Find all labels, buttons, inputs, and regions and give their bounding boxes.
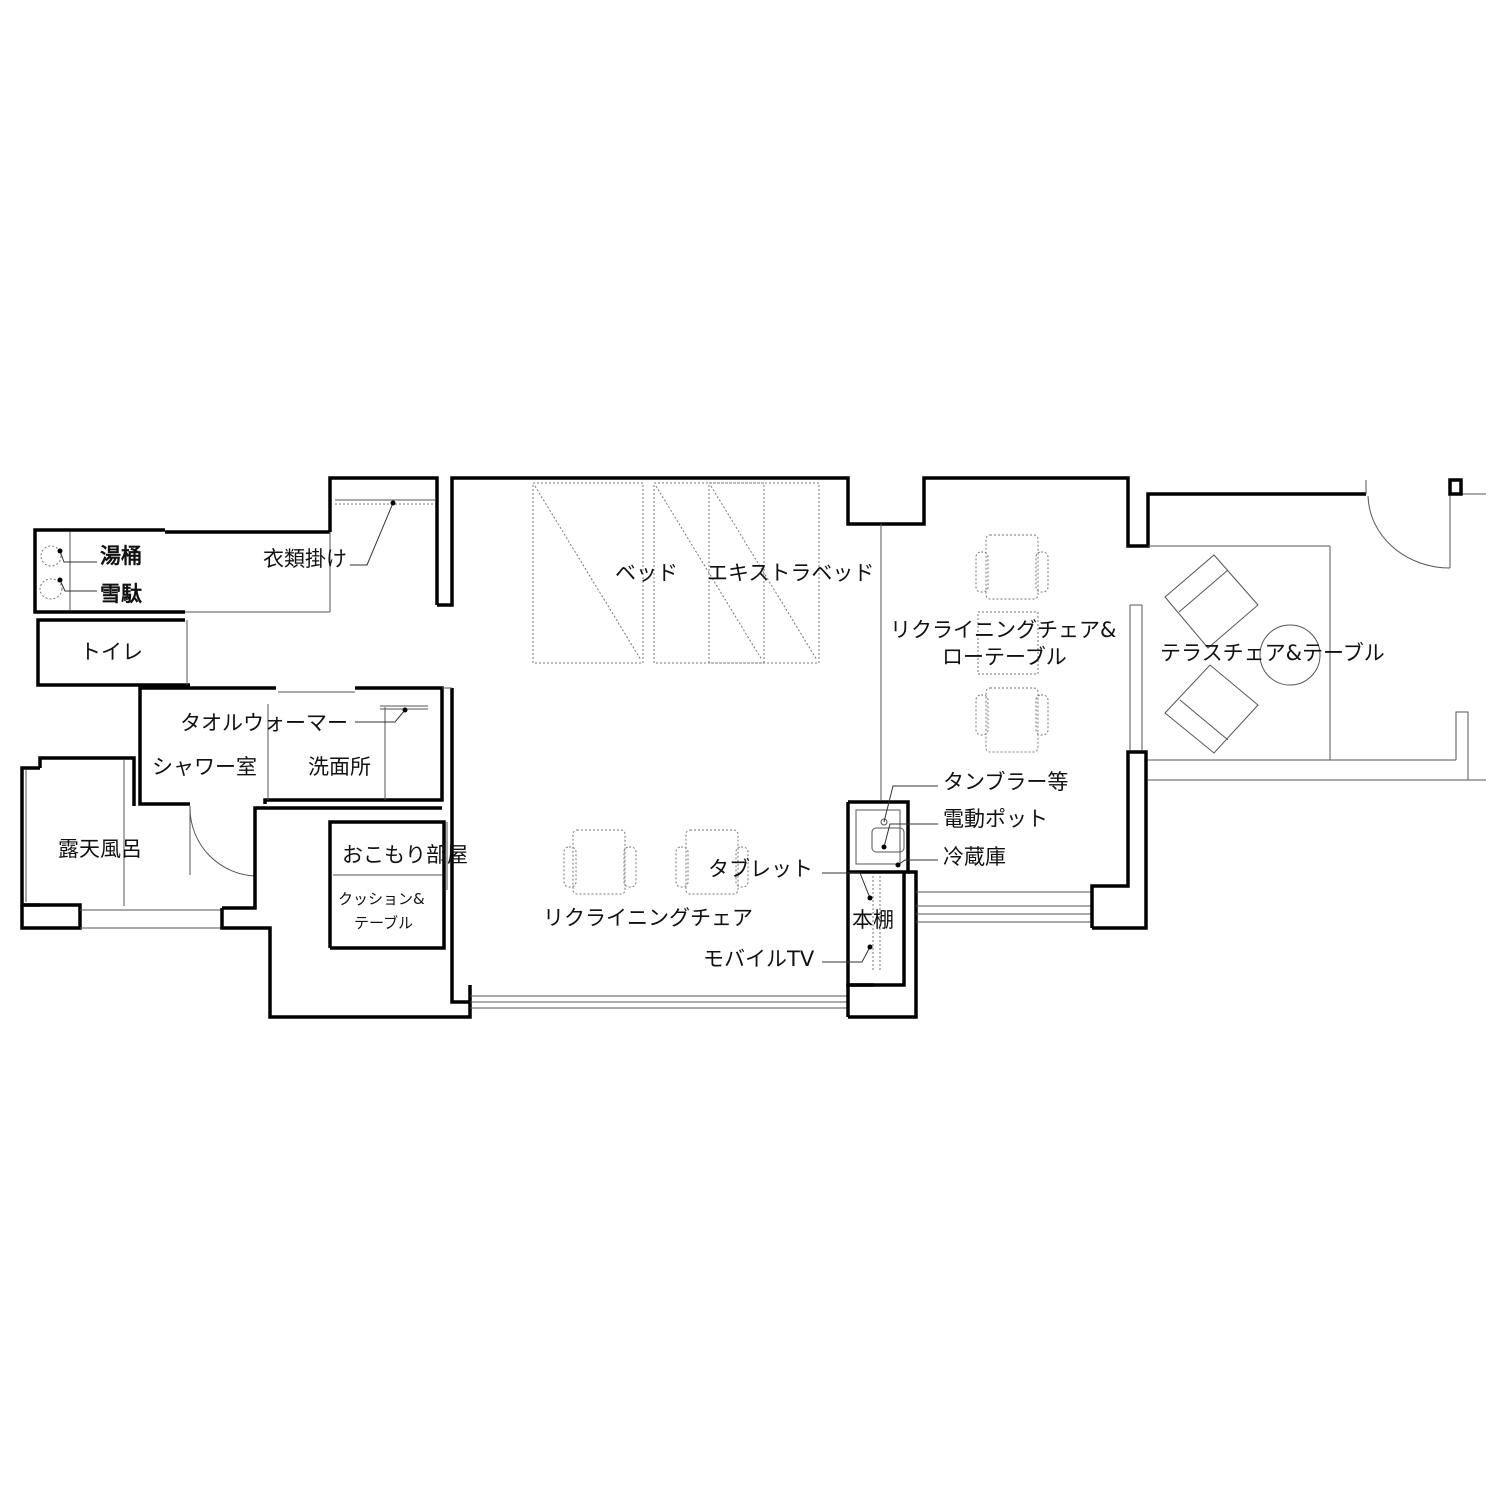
label-tablet: タブレット <box>708 857 813 881</box>
label-cushion-2: テーブル <box>354 914 413 932</box>
reclining-chair-icon <box>563 829 637 895</box>
bed-icon <box>532 482 644 664</box>
label-mobile-tv: モバイルTV <box>703 947 815 971</box>
label-reclining-low-1: リクライニングチェア& <box>890 618 1116 642</box>
label-yuoke: 湯桶 <box>100 544 142 568</box>
geta-icon <box>39 578 63 600</box>
label-shower: シャワー室 <box>152 755 257 779</box>
label-extra-bed: エキストラベッド <box>707 561 874 585</box>
label-cushion-1: クッション& <box>338 890 425 908</box>
label-terrace: テラスチェア&テーブル <box>1160 641 1385 665</box>
reclining-chair-icon <box>975 687 1049 753</box>
terrace <box>1148 478 1486 781</box>
terrace-chair-icon <box>1164 664 1259 754</box>
label-tumbler: タンブラー等 <box>943 770 1068 794</box>
leader-lines <box>57 500 938 963</box>
label-towel-warmer: タオルウォーマー <box>180 711 348 735</box>
label-fridge: 冷蔵庫 <box>943 845 1006 869</box>
label-pot: 電動ポット <box>943 807 1048 831</box>
label-rotenburo: 露天風呂 <box>58 837 142 861</box>
label-washroom: 洗面所 <box>308 755 371 779</box>
label-okomori: おこもり部屋 <box>342 843 468 867</box>
electric-pot-icon <box>871 827 905 853</box>
low-table-icon <box>977 611 1039 675</box>
label-reclining: リクライニングチェア <box>543 906 753 930</box>
label-bookshelf: 本棚 <box>852 908 894 932</box>
label-geta: 雪駄 <box>100 582 143 606</box>
label-reclining-low-2: ローテーブル <box>942 645 1067 669</box>
label-ikakake: 衣類掛け <box>263 547 347 571</box>
extra-bed-icon <box>653 482 820 664</box>
left-wing-walls <box>20 476 472 1019</box>
yuoke-icon <box>40 545 62 567</box>
label-bed: ベッド <box>615 561 678 585</box>
terrace-table-icon <box>1259 624 1321 686</box>
tumbler-icon <box>880 818 888 826</box>
label-toilet: トイレ <box>80 640 143 664</box>
reclining-chair-icon <box>675 829 749 895</box>
terrace-chair-icon <box>1164 554 1259 649</box>
main-room-walls <box>437 476 1366 1019</box>
reclining-chair-icon <box>975 534 1049 600</box>
